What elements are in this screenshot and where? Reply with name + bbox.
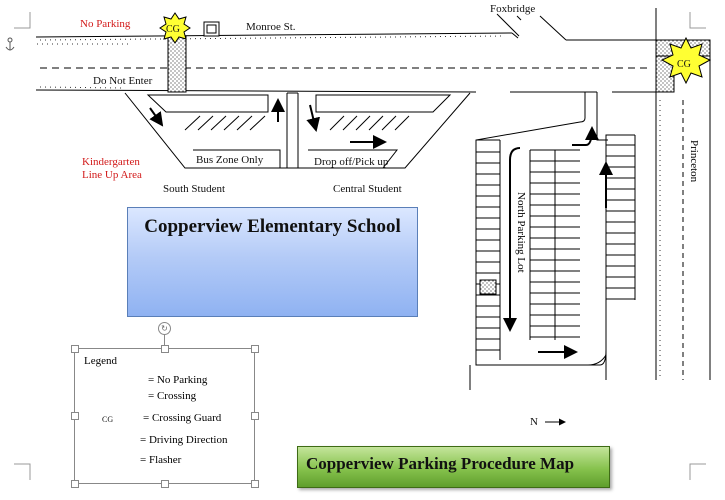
princeton-street — [655, 40, 711, 380]
kindergarten-label-line2: Line Up Area — [82, 169, 142, 181]
monroe-street-label: Monroe St. — [246, 21, 296, 33]
resize-handle[interactable] — [71, 480, 79, 488]
legend-title: Legend — [84, 355, 117, 367]
north-parking-lot-label: North Parking Lot — [515, 192, 527, 273]
legend-crossing-guard-text: CG — [102, 415, 114, 424]
bus-zone-label: Bus Zone Only — [196, 154, 264, 166]
north-marker-label: N — [530, 416, 538, 428]
resize-handle[interactable] — [161, 480, 169, 488]
crop-marks — [14, 12, 706, 480]
legend-item-no-parking: = No Parking — [148, 374, 208, 386]
school-name: Copperview Elementary School — [144, 216, 401, 237]
resize-handle[interactable] — [251, 480, 259, 488]
resize-handle[interactable] — [251, 345, 259, 353]
monroe-street — [35, 32, 656, 93]
crossing-guard-text: CG — [677, 59, 691, 70]
resize-handle[interactable] — [71, 412, 79, 420]
drop-off-hatch — [329, 115, 410, 131]
map-title-box: Copperview Parking Procedure Map — [297, 446, 610, 488]
driving-direction-arrows — [149, 98, 387, 149]
crossing-guard-icon — [159, 12, 191, 44]
rotate-handle-stem — [164, 334, 165, 346]
parking-stalls — [476, 151, 500, 351]
legend-item-flasher: = Flasher — [140, 454, 182, 466]
legend-item-crossing: = Crossing — [148, 390, 197, 402]
resize-handle[interactable] — [161, 345, 169, 353]
south-student-label: South Student — [163, 183, 226, 195]
school-building: Copperview Elementary School — [127, 207, 418, 317]
resize-handle[interactable] — [71, 345, 79, 353]
legend-item-driving-direction: = Driving Direction — [140, 434, 228, 446]
parking-stalls — [530, 149, 580, 338]
crosswalk-monroe — [167, 35, 187, 93]
legend-box[interactable]: Legend — [74, 348, 255, 484]
foxbridge-street-label: Foxbridge — [490, 3, 536, 15]
crossing-guard-text: CG — [166, 24, 180, 35]
kindergarten-label-line1: Kindergarten — [82, 156, 140, 168]
school-loop — [124, 92, 471, 169]
north-parking-lot — [469, 92, 636, 390]
drop-off-label: Drop off/Pick up — [314, 156, 389, 168]
lot-crosswalk — [479, 279, 497, 295]
foxbridge-street — [496, 8, 657, 41]
anchor-icon — [5, 37, 15, 51]
legend-item-crossing-guard: = Crossing Guard — [143, 412, 222, 424]
crossing-guard-icon — [660, 36, 712, 85]
princeton-street-label: Princeton — [688, 140, 700, 183]
parking-stalls — [606, 144, 635, 300]
do-not-enter-label: Do Not Enter — [93, 75, 153, 87]
bus-zone-hatch — [184, 115, 266, 131]
no-parking-label: No Parking — [80, 18, 131, 30]
resize-handle[interactable] — [251, 412, 259, 420]
lot-driving-arrows — [503, 126, 613, 359]
central-student-label: Central Student — [333, 183, 402, 195]
map-title: Copperview Parking Procedure Map — [306, 454, 575, 473]
